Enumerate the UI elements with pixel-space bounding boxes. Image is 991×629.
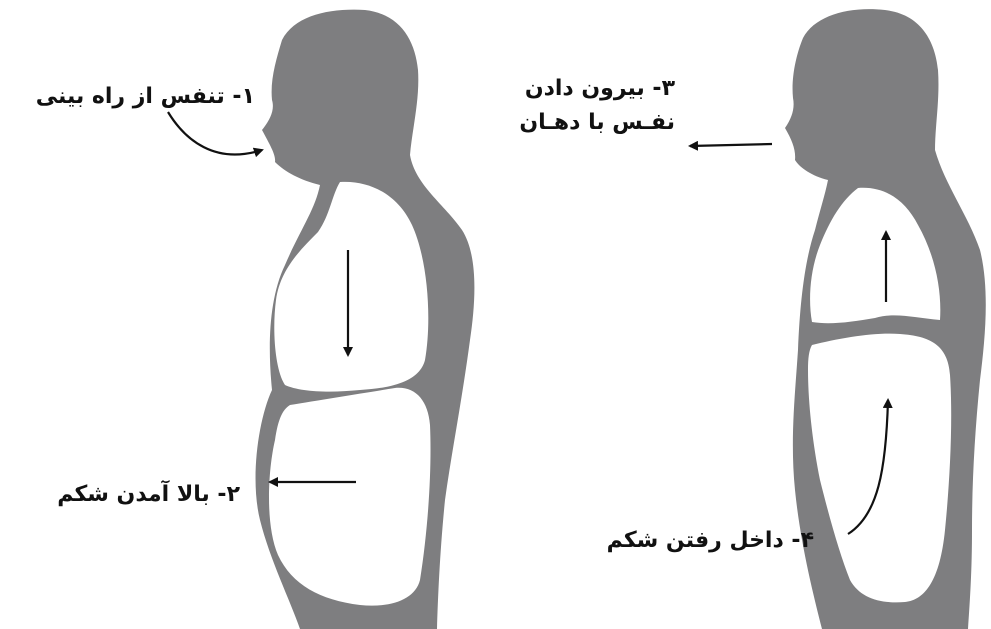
inhale-nose-arrow [168,112,262,155]
step-3-line-1: ۳- بیرون دادن [519,72,675,106]
exhale-figure [785,9,986,629]
inhale-chest-cavity [274,182,428,392]
step-1-label: ۱- تنفس از راه بینی [36,80,255,114]
step-2-label: ۲- بالا آمدن شکم [57,478,240,512]
step-4-label: ۴- داخل رفتن شکم [607,524,814,558]
step-1-text: ۱- تنفس از راه بینی [36,80,255,114]
exhale-mouth-arrow [690,144,772,146]
step-4-text: ۴- داخل رفتن شکم [607,524,814,558]
step-3-label: ۳- بیرون دادن نفـس با دهـان [519,72,675,140]
step-2-text: ۲- بالا آمدن شکم [57,478,240,512]
inhale-belly-cavity [269,388,431,606]
step-3-line-2: نفـس با دهـان [519,106,675,140]
inhale-figure [256,10,475,629]
